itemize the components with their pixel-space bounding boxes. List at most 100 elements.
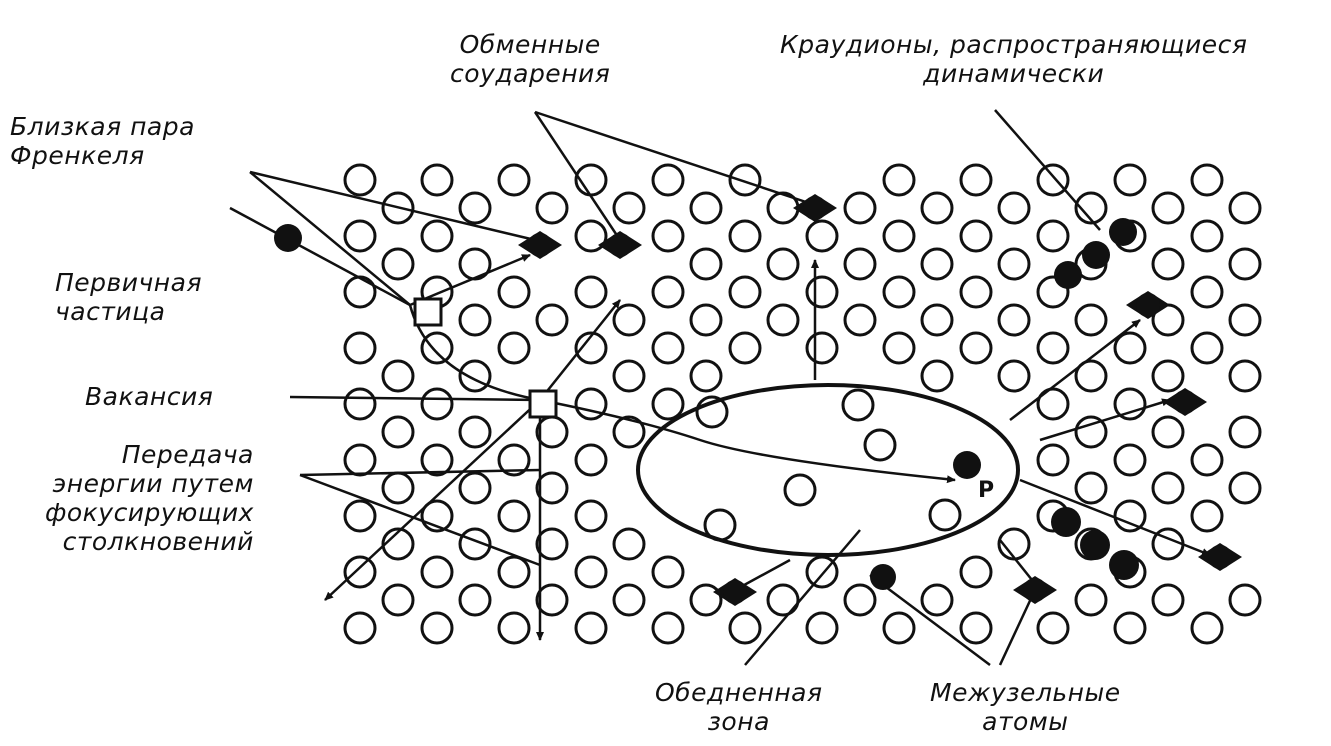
- primary-particle-atom: [953, 451, 981, 479]
- lattice-atom: [1228, 415, 1262, 449]
- lattice-atom: [882, 275, 916, 309]
- lattice-atom: [420, 443, 454, 477]
- exchange-interstitial-marker: [528, 233, 552, 257]
- lattice-atom: [420, 555, 454, 589]
- lattice-atom: [1228, 471, 1262, 505]
- lattice-atom: [841, 388, 875, 422]
- lattice-atom: [843, 191, 877, 225]
- lattice-atom: [843, 583, 877, 617]
- lattice-atom: [928, 498, 962, 532]
- lattice-atom: [420, 611, 454, 645]
- crowdion-atom: [1080, 530, 1110, 560]
- lattice-atom: [1151, 583, 1185, 617]
- focusing-chain-line: [409, 253, 531, 307]
- lattice-atom: [728, 331, 762, 365]
- lattice-atom: [1151, 247, 1185, 281]
- lattice-atom: [1190, 219, 1224, 253]
- lattice-atom: [1190, 499, 1224, 533]
- lattice-atom: [651, 275, 685, 309]
- lattice-atom: [728, 611, 762, 645]
- lattice-atom: [612, 415, 646, 449]
- exchange-interstitial-marker: [803, 196, 827, 220]
- lattice-atom: [1151, 191, 1185, 225]
- exchange-leader-line: [533, 111, 622, 241]
- label-frenkel-pair: Близкая пара Френкеля: [10, 112, 195, 170]
- energy-transfer-leader-line: [299, 468, 541, 477]
- lattice-atom: [1190, 163, 1224, 197]
- lattice-atom: [695, 395, 729, 429]
- lattice-atom: [381, 415, 415, 449]
- lattice-atom: [766, 303, 800, 337]
- vacancy-square: [413, 297, 443, 327]
- depleted-zone-layer: [636, 383, 1020, 557]
- lattice-atom: [651, 163, 685, 197]
- lattice-atom: [343, 275, 377, 309]
- lattice-atom: [651, 555, 685, 589]
- lattice-atom: [997, 191, 1031, 225]
- focusing-chain-line: [1019, 478, 1211, 557]
- lattice-atom: [805, 331, 839, 365]
- lattice-atom: [1113, 331, 1147, 365]
- lattice-atom: [612, 359, 646, 393]
- lattice-atom: [1151, 415, 1185, 449]
- lattice-atom: [689, 303, 723, 337]
- lattice-atom: [1036, 331, 1070, 365]
- crowdion-atom: [1109, 550, 1139, 580]
- label-crowdions: Краудионы, распространяющиеся динамическ…: [780, 30, 1248, 88]
- lattice-atom: [1151, 471, 1185, 505]
- lattice-atom: [574, 499, 608, 533]
- lattice-atom: [535, 527, 569, 561]
- lattice-atom: [343, 555, 377, 589]
- lattice-atom: [1036, 163, 1070, 197]
- lattice-atom: [458, 527, 492, 561]
- lattice-atom: [381, 191, 415, 225]
- lattice-atom: [612, 191, 646, 225]
- lattice-atom: [381, 527, 415, 561]
- lattice-atom: [882, 331, 916, 365]
- exchange-interstitial-marker: [1173, 390, 1197, 414]
- lattice-atom: [882, 611, 916, 645]
- label-interstitial-atoms: Межузельные атомы: [930, 678, 1121, 736]
- lattice-atom: [1228, 359, 1262, 393]
- lattice-atom: [805, 555, 839, 589]
- lattice-atom: [458, 303, 492, 337]
- lattice-atom: [574, 275, 608, 309]
- lattice-atom: [1190, 331, 1224, 365]
- energy-transfer-leader-line: [299, 473, 541, 567]
- vacancy-square: [528, 389, 558, 419]
- primary-trajectory-line: [539, 398, 956, 484]
- lattice-atom: [1036, 387, 1070, 421]
- lattice-atom: [997, 247, 1031, 281]
- lattice-atom: [843, 247, 877, 281]
- lattice-atom: [651, 387, 685, 421]
- lattice-atom: [689, 359, 723, 393]
- exchange-interstitial-marker: [1136, 293, 1160, 317]
- lattice-atom: [535, 415, 569, 449]
- lattice-atom: [612, 527, 646, 561]
- leader-lines: [229, 109, 1211, 666]
- lattice-atom: [783, 473, 817, 507]
- frenkel-leader-line: [249, 170, 536, 242]
- lattice-atom: [535, 471, 569, 505]
- focusing-chain-line: [1009, 319, 1141, 421]
- lattice-atom: [343, 499, 377, 533]
- lattice-atom: [343, 331, 377, 365]
- lattice-atom: [458, 471, 492, 505]
- lattice-atom: [497, 611, 531, 645]
- lattice-atom: [381, 247, 415, 281]
- lattice-atom: [420, 387, 454, 421]
- lattice-atom: [420, 331, 454, 365]
- lattice-atom: [1190, 611, 1224, 645]
- lattice-atom: [1036, 611, 1070, 645]
- lattice-atom: [1074, 583, 1108, 617]
- lattice-atom: [959, 331, 993, 365]
- lattice-atom: [920, 583, 954, 617]
- lattice-atom: [1074, 191, 1108, 225]
- lattice-atom: [497, 275, 531, 309]
- lattice-atom: [497, 443, 531, 477]
- lattice-atom: [920, 359, 954, 393]
- lattice-atom: [1190, 443, 1224, 477]
- lattice-atom: [381, 471, 415, 505]
- incoming-particle-line: [229, 206, 411, 307]
